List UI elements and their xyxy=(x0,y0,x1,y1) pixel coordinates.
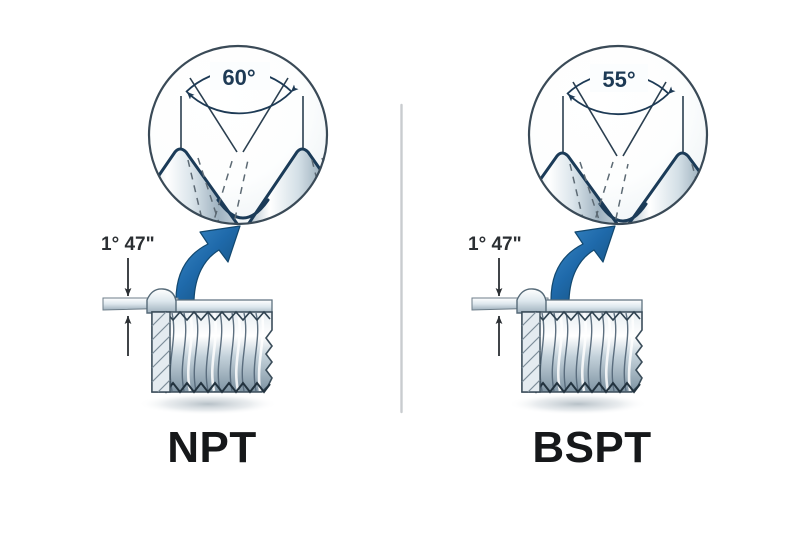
taper-label-npt: 1° 47" xyxy=(101,234,155,255)
part-shadow-bspt xyxy=(508,393,648,415)
thread-crest-top-npt xyxy=(151,310,271,322)
angle-label-backdrop-bspt xyxy=(590,64,648,92)
angle-label-backdrop-npt xyxy=(210,62,270,90)
panel-bspt: 55° 1° 47" xyxy=(468,44,709,472)
thread-root-curve xyxy=(216,198,270,220)
thread-root-curve xyxy=(598,202,648,223)
thread-start-boss-bspt xyxy=(516,288,547,314)
section-cut-face-npt xyxy=(151,311,171,393)
thread-crest-bottom-npt xyxy=(151,381,271,394)
curved-arrow-icon-npt xyxy=(175,225,241,301)
thread-angle-label-npt: 60° xyxy=(222,65,255,90)
thread-crest-top-bspt xyxy=(521,310,641,322)
thread-helix-lines-bspt xyxy=(527,312,629,392)
angle-dimension-arrow-icon-bspt xyxy=(567,86,676,116)
panel-caption-npt: NPT xyxy=(167,423,257,472)
section-cut-face-bspt xyxy=(521,311,541,393)
section-hatch-bspt xyxy=(521,311,541,393)
thread-start-boss-npt xyxy=(146,288,177,314)
threaded-part-bspt xyxy=(508,288,648,415)
thread-angle-label-bspt: 55° xyxy=(602,67,635,92)
section-hatch-npt xyxy=(151,311,171,393)
thread-peak-right xyxy=(241,147,327,224)
magnifier-rim-npt xyxy=(147,44,329,226)
part-shadow-npt xyxy=(138,393,278,415)
thread-peak-right xyxy=(621,151,707,224)
curved-arrow-icon-bspt xyxy=(550,225,616,301)
thread-helix-lines-npt xyxy=(157,312,259,392)
taper-label-bspt: 1° 47" xyxy=(468,234,522,255)
magnifier-rim-bspt xyxy=(527,44,709,226)
angle-dimension-arrow-icon-npt xyxy=(186,84,299,115)
threaded-part-npt xyxy=(138,288,278,415)
panel-caption-bspt: BSPT xyxy=(532,423,651,472)
thread-crest-bottom-bspt xyxy=(521,381,641,394)
